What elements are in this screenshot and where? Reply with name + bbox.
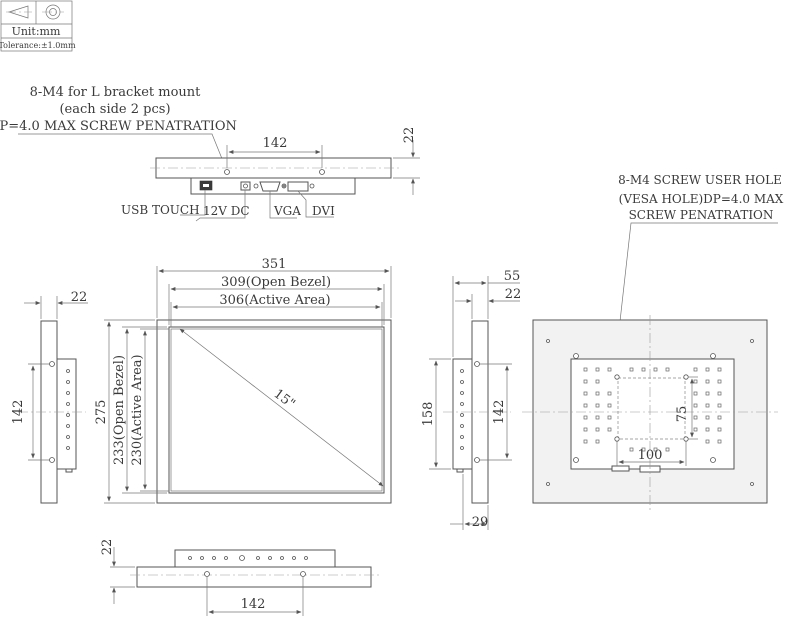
dvi-label: DVI (312, 204, 335, 218)
bracket-note-line-2: (each side 2 pcs) (59, 102, 170, 117)
bracket-note-line-1: 8-M4 for L bracket mount (30, 85, 202, 100)
side-outer-height-dim: 158 (421, 402, 436, 427)
vga-label: VGA (273, 204, 301, 218)
dvi-port-icon (282, 181, 315, 192)
top-hole-spacing-dim: 142 (263, 136, 288, 151)
vesa-horizontal-dim: 100 (638, 448, 663, 463)
bracket-note-line-3: DP=4.0 MAX SCREW PENATRATION (0, 119, 237, 134)
projection-symbol-icon (6, 4, 64, 20)
usb-touch-label: USB TOUCH (121, 203, 200, 217)
bracket-note: 8-M4 for L bracket mount (each side 2 pc… (0, 85, 237, 177)
dc-label: 12V DC (203, 204, 250, 218)
side-hole-spacing-dim: 142 (492, 400, 507, 425)
bottom-hole-spacing-dim: 142 (241, 597, 266, 612)
vesa-note-line-2: (VESA HOLE)DP=4.0 MAX (619, 192, 784, 206)
left-depth-dim: 22 (71, 290, 88, 305)
height-active-area-dim: 230(Active Area) (130, 354, 145, 465)
height-open-bezel-dim: 233(Open Bezel) (112, 355, 127, 465)
bottom-depth-dim: 22 (100, 539, 115, 556)
side-bottom-offset-dim: 29 (472, 515, 489, 530)
width-total-dim: 351 (262, 257, 287, 272)
side-total-depth-dim: 55 (504, 269, 521, 284)
unit-label: Unit:mm (12, 25, 61, 38)
vesa-note-line-1: 8-M4 SCREW USER HOLE (618, 173, 782, 187)
tolerance-label: Tolerance:±1.0mm (0, 41, 76, 50)
dc-jack-icon (240, 181, 251, 191)
front-view: 15" 351 309(Open Bezel) 306(Active Area)… (94, 257, 392, 504)
vesa-note: 8-M4 SCREW USER HOLE (VESA HOLE)DP=4.0 M… (613, 173, 784, 376)
left-hole-spacing-dim: 142 (11, 400, 26, 425)
width-open-bezel-dim: 309(Open Bezel) (221, 275, 331, 290)
bottom-view: 22 142 (100, 539, 380, 616)
vesa-vertical-dim: 75 (675, 406, 690, 423)
top-view: USB TOUCH 12V DC VGA DVI 142 22 (121, 127, 420, 222)
title-block: Unit:mm Tolerance:±1.0mm (0, 0, 76, 52)
vesa-note-line-3: SCREW PENATRATION (629, 208, 774, 222)
width-active-area-dim: 306(Active Area) (219, 293, 330, 308)
rear-view: 100 75 (522, 315, 778, 510)
usb-port-icon (199, 180, 213, 191)
left-side-view: 22 142 (11, 290, 88, 504)
vga-port-icon (253, 181, 287, 192)
height-total-dim: 275 (94, 400, 109, 425)
rear-vent-holes (583, 367, 722, 452)
side-bezel-depth-dim: 22 (505, 287, 522, 302)
top-depth-dim: 22 (402, 127, 417, 144)
right-side-view: 55 22 158 142 29 (421, 269, 521, 530)
